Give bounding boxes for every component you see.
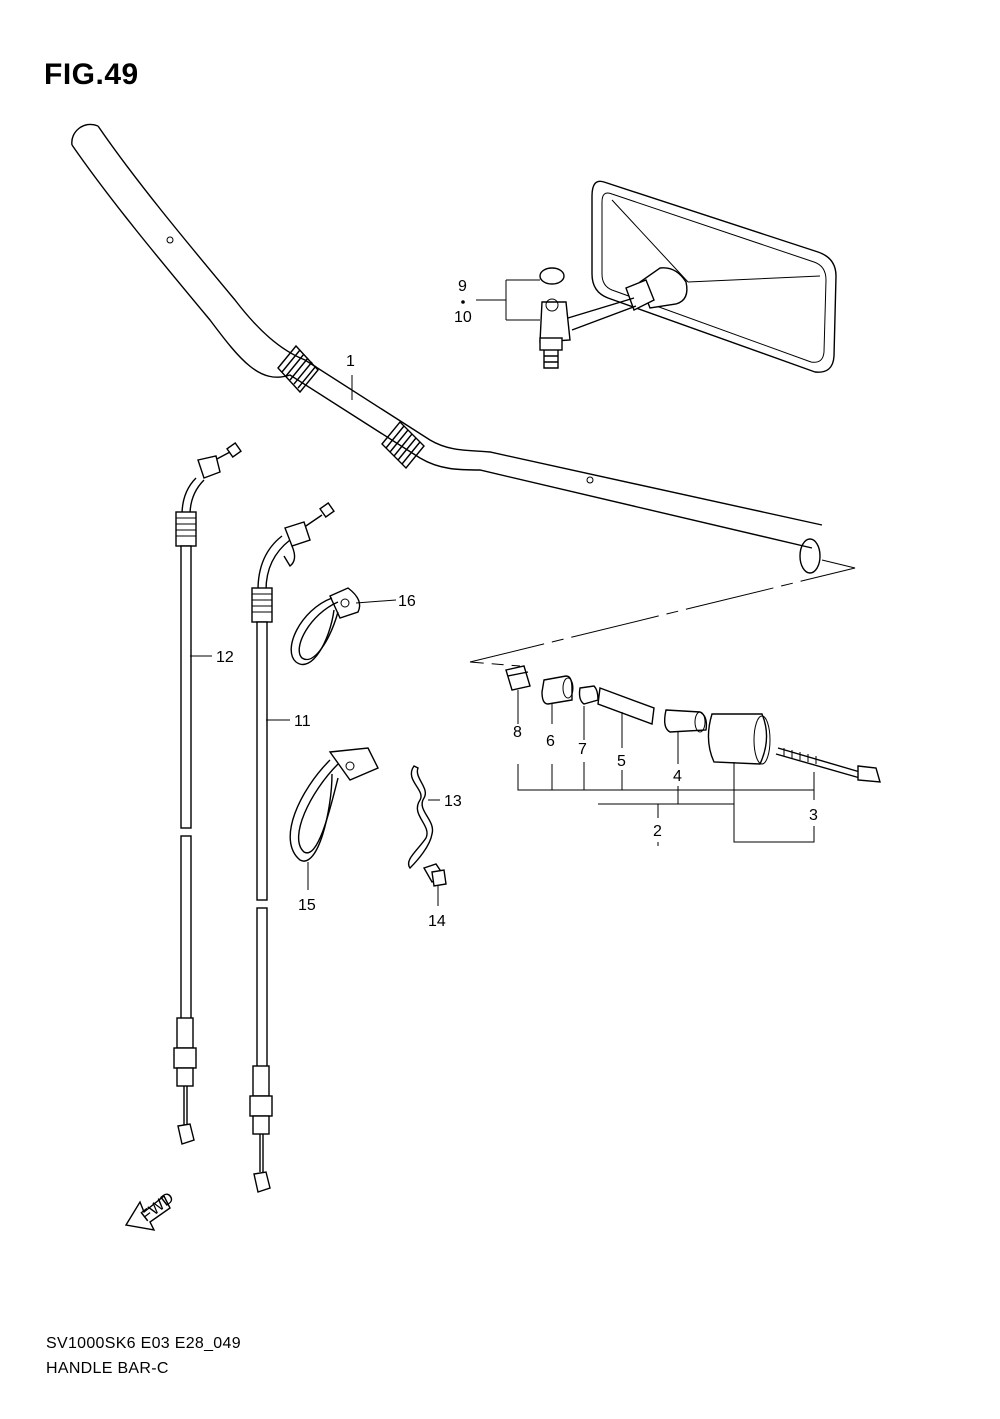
callout-6: 6: [546, 733, 555, 750]
handle-bar[interactable]: [71, 123, 823, 574]
fwd-label: FWD: [138, 1189, 177, 1225]
callout-separator-dot: [461, 300, 465, 304]
callout-14: 14: [428, 913, 446, 930]
connection-lines: [469, 559, 856, 667]
callout-15: 15: [298, 897, 316, 914]
figure-name: HANDLE BAR-C: [46, 1360, 169, 1377]
callout-labels: 1 2 3 4 5 6 7 8 9 10 11 12 13 14 15 16: [216, 278, 818, 930]
callout-11: 11: [294, 713, 311, 730]
clamp-15[interactable]: [289, 747, 379, 862]
bolt-14[interactable]: [422, 863, 447, 887]
callout-8: 8: [513, 724, 522, 741]
figure-code: SV1000SK6 E03 E28_049: [46, 1335, 241, 1352]
callout-16: 16: [398, 593, 416, 610]
clamp-16[interactable]: [290, 587, 361, 665]
callout-2: 2: [653, 823, 662, 840]
leader-lines: [190, 279, 815, 906]
mirror-assembly[interactable]: [539, 180, 837, 373]
callout-7: 7: [578, 741, 587, 758]
callout-4: 4: [673, 768, 682, 785]
callout-5: 5: [617, 753, 626, 770]
wire-guide-13[interactable]: [407, 765, 434, 870]
cable-11[interactable]: [249, 502, 335, 1193]
callout-10: 10: [454, 309, 472, 326]
cable-12[interactable]: [173, 442, 242, 1145]
callout-12: 12: [216, 649, 234, 666]
fwd-arrow: FWD: [124, 1189, 177, 1231]
callout-1: 1: [346, 353, 355, 370]
knurl-band-right: [381, 420, 425, 470]
knurl-band-left: [277, 344, 319, 394]
callout-13: 13: [444, 793, 462, 810]
callout-9: 9: [458, 278, 467, 295]
bar-end-assembly[interactable]: [505, 665, 881, 783]
callout-3: 3: [809, 807, 818, 824]
figure-title: FIG.49: [44, 58, 139, 91]
